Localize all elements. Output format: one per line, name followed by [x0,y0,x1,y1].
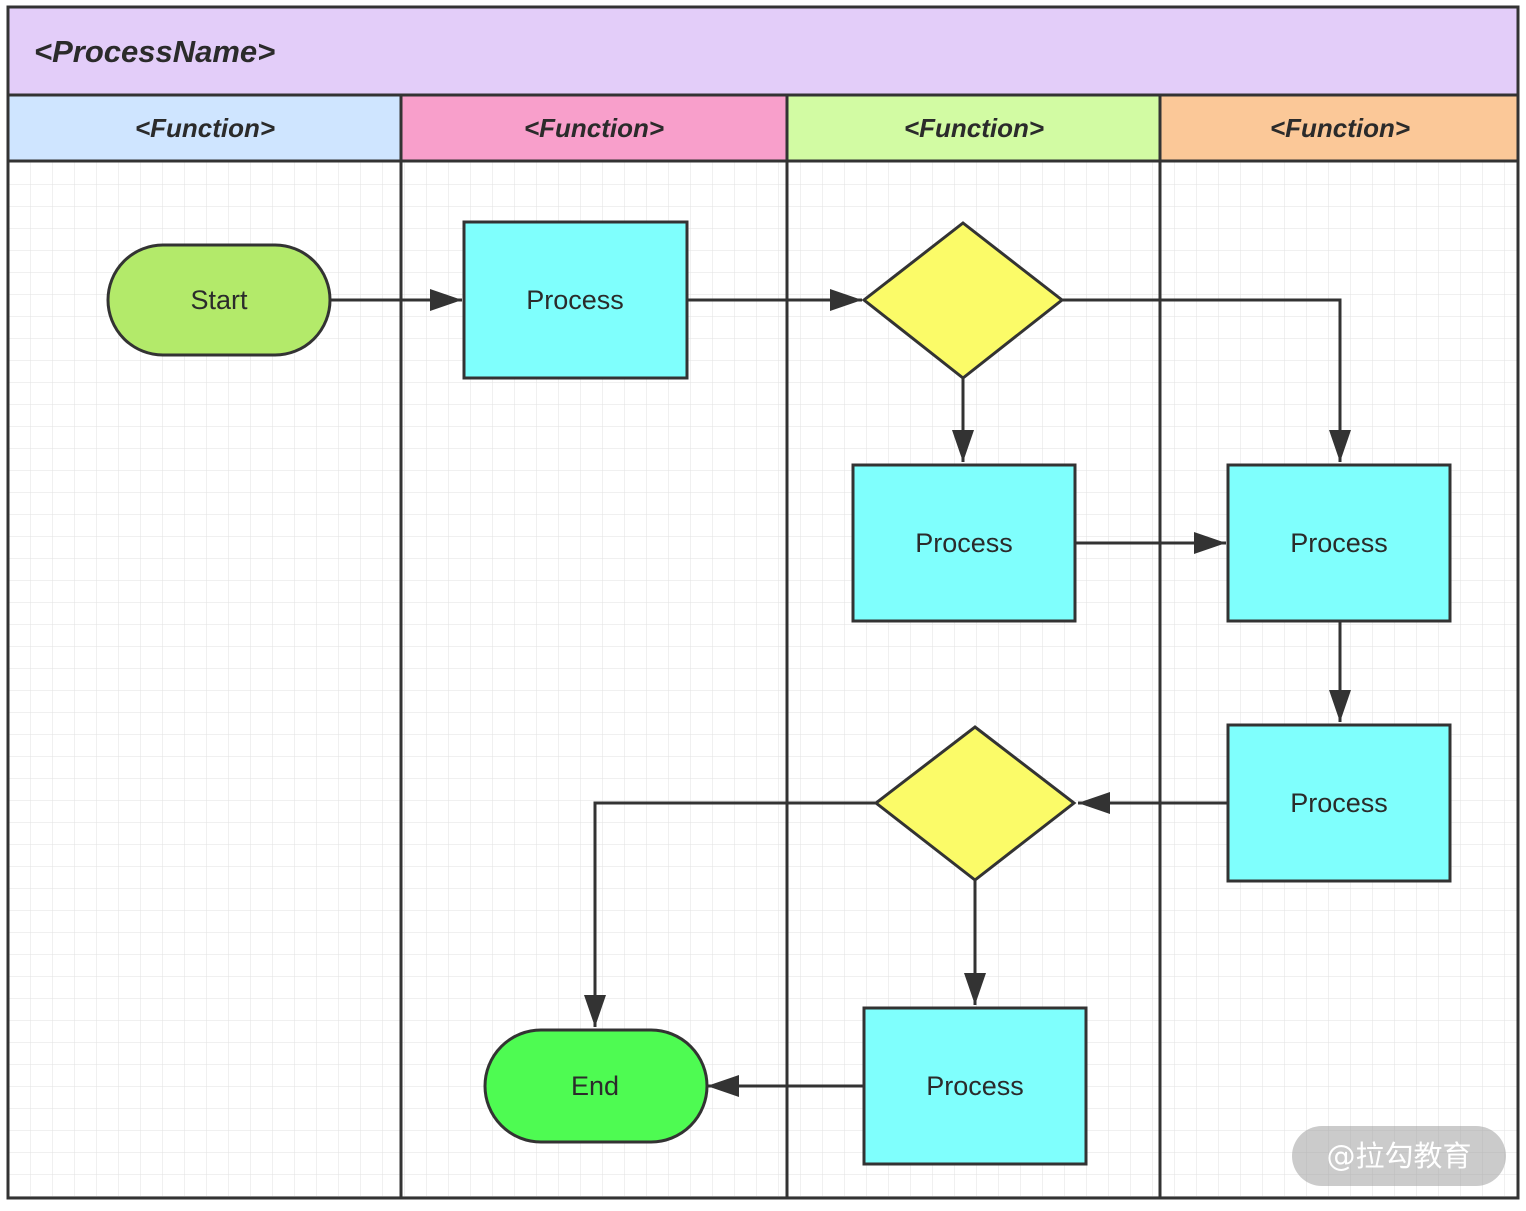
process-box-1-label: Process [526,285,624,315]
watermark-badge: @拉勾教育 [1292,1126,1506,1186]
lane-header-1 [6,93,403,163]
process-box-4-label: Process [1290,788,1388,818]
lane-header-3-label: <Function> [904,113,1044,143]
process-box-3-label: Process [1290,528,1388,558]
end-terminal [483,1028,709,1144]
process-box-3 [1226,463,1452,623]
lane-header-1-label: <Function> [135,113,275,143]
end-terminal-label: End [571,1071,619,1101]
connectors [330,289,1351,1097]
decision-diamond-2 [873,725,1077,882]
lane-header-2 [399,93,789,163]
lane-header-4-label: <Function> [1270,113,1410,143]
connector-decision-to-right-process [1062,298,1351,462]
lanes-outer-border [6,159,1520,1200]
process-title-bar [6,5,1520,97]
process-box-2-label: Process [915,528,1013,558]
process-box-4 [1226,723,1452,883]
process-box-5 [862,1006,1088,1166]
decision-diamond-1 [861,221,1065,380]
process-box-1 [462,220,689,380]
start-terminal [106,243,332,357]
process-box-5-label: Process [926,1071,1024,1101]
start-terminal-label: Start [190,285,248,315]
process-title: <ProcessName> [34,34,275,69]
connector-decision-2-to-end [584,801,876,1027]
process-box-2 [851,463,1077,623]
lane-header-2-label: <Function> [524,113,664,143]
